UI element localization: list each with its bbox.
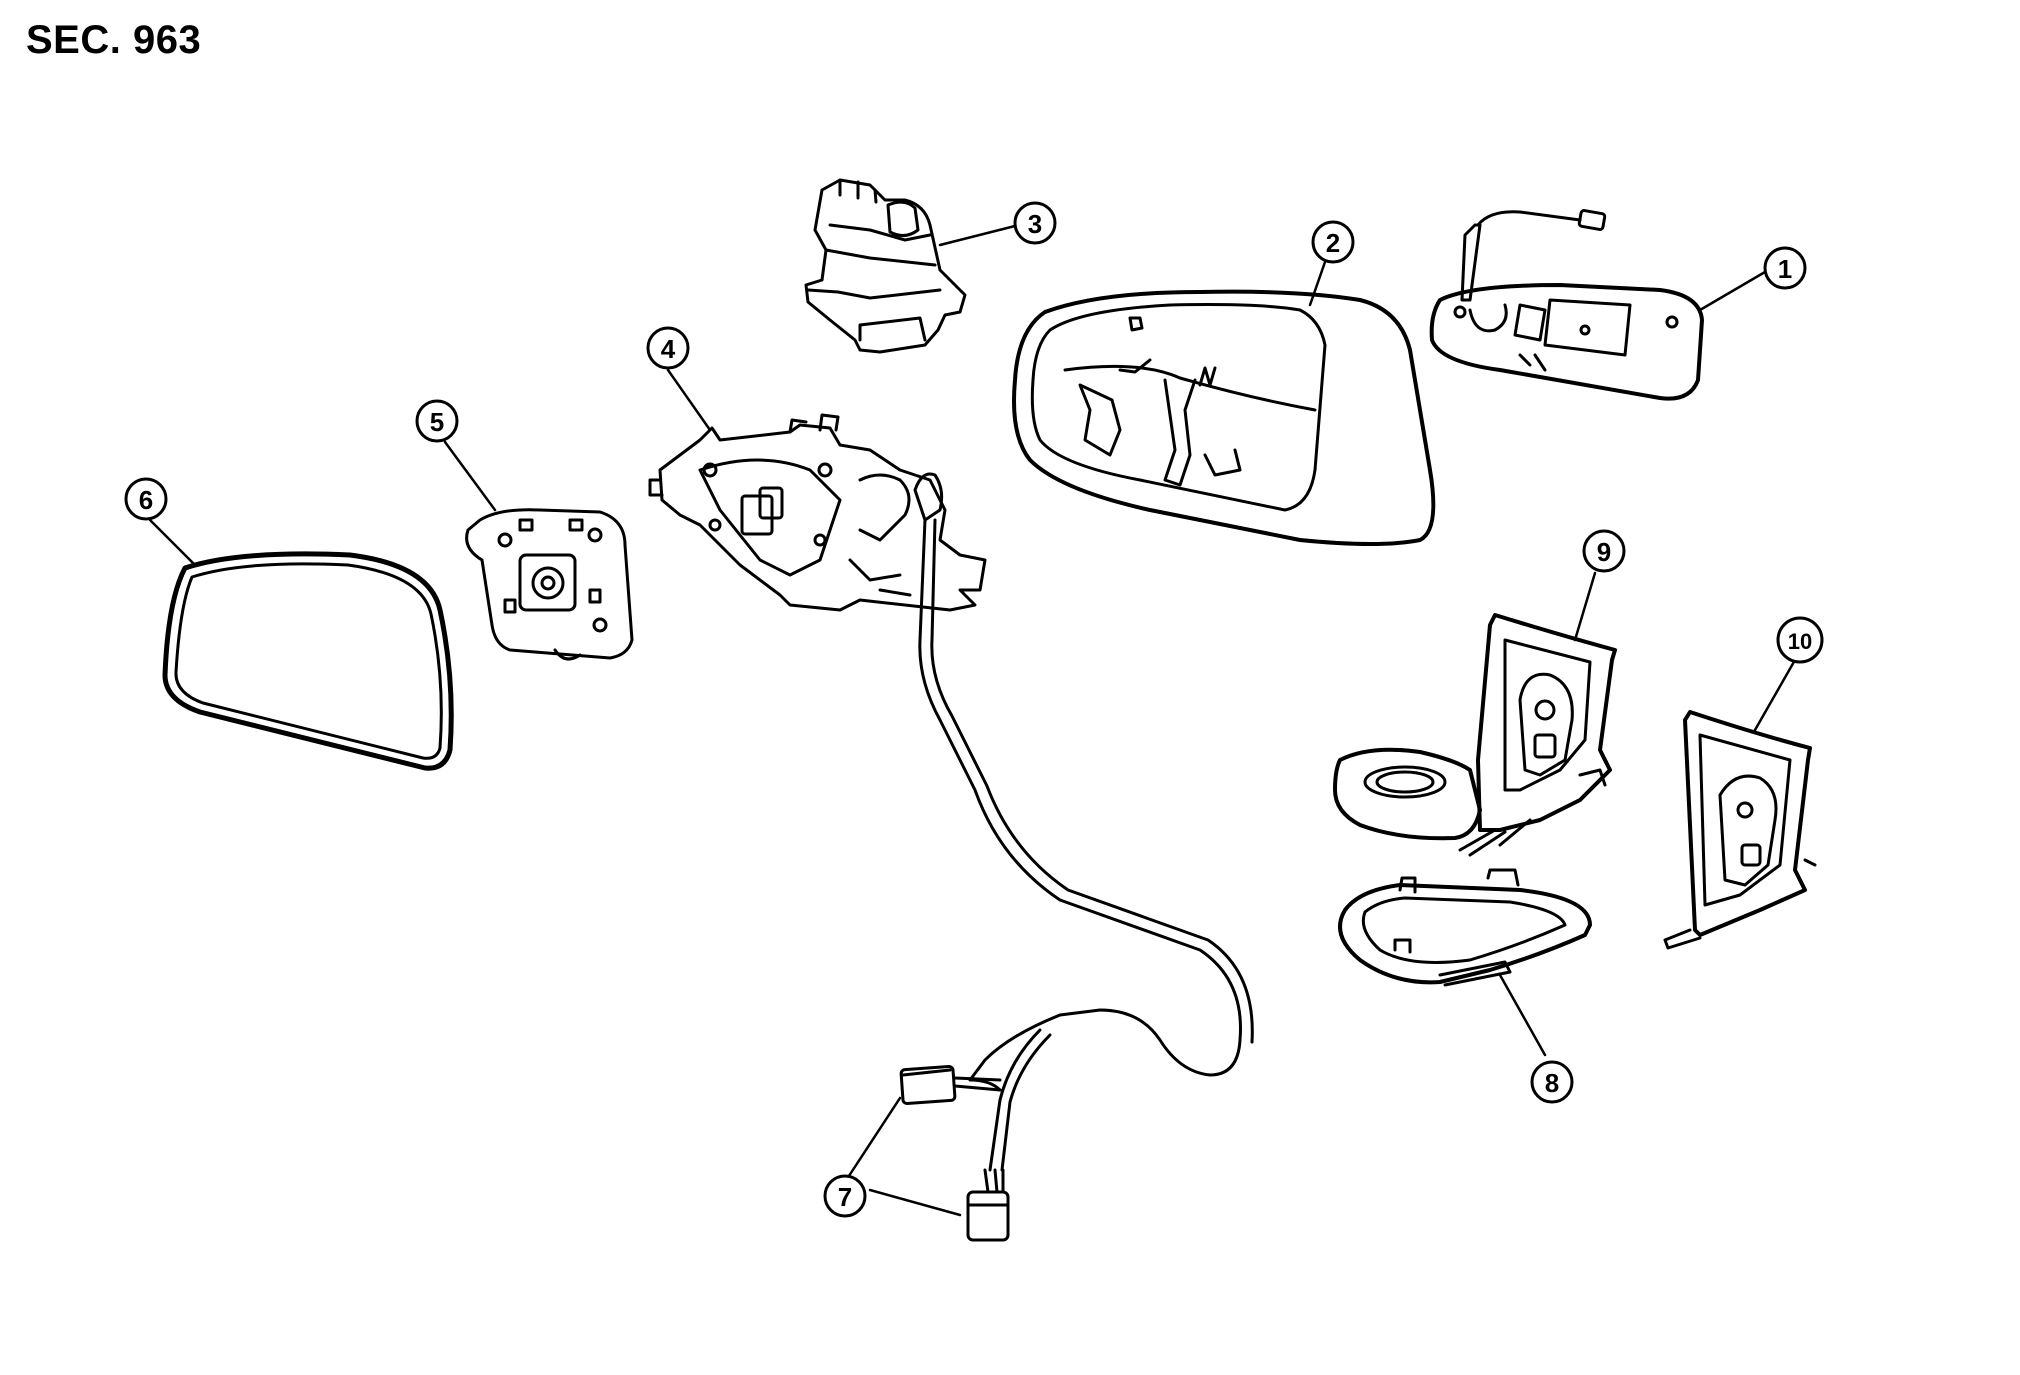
leader-lines [148,224,1797,1217]
callout-1-label: 1 [1778,254,1792,284]
callout-5-label: 5 [430,407,444,437]
callout-2-label: 2 [1326,228,1340,258]
part-3-motor [804,178,967,354]
part-6-mirror-glass [162,551,454,771]
callout-7-label: 7 [838,1182,852,1212]
section-title: SEC. 963 [26,18,202,62]
part-4-mirror-base [648,413,987,612]
part-9-mirror-mount [1333,613,1617,857]
callout-6: 6 [124,477,168,521]
callout-4-label: 4 [661,334,676,364]
callout-7: 7 [823,1174,867,1218]
callout-9-label: 9 [1597,537,1611,567]
part-10-inner-bracket [1663,710,1817,950]
callout-2: 2 [1311,220,1355,264]
callout-1: 1 [1763,246,1807,290]
part-5-actuator-plate [465,508,634,661]
part-8-base-cover [1338,868,1592,987]
part-7-harness [899,472,1254,1242]
callout-5: 5 [415,399,459,443]
callout-9: 9 [1582,529,1626,573]
callout-3: 3 [1013,201,1057,245]
callouts: 1 2 3 4 5 6 7 [124,201,1824,1218]
callout-3-label: 3 [1028,209,1042,239]
part-2-mirror-cover [1012,289,1436,546]
callout-10: 10 [1776,616,1824,664]
part-1-cover [1429,209,1704,401]
callout-10-label: 10 [1788,629,1812,654]
callout-6-label: 6 [139,485,153,515]
callout-8-label: 8 [1545,1068,1559,1098]
callout-4: 4 [646,326,690,370]
callout-8: 8 [1530,1060,1574,1104]
